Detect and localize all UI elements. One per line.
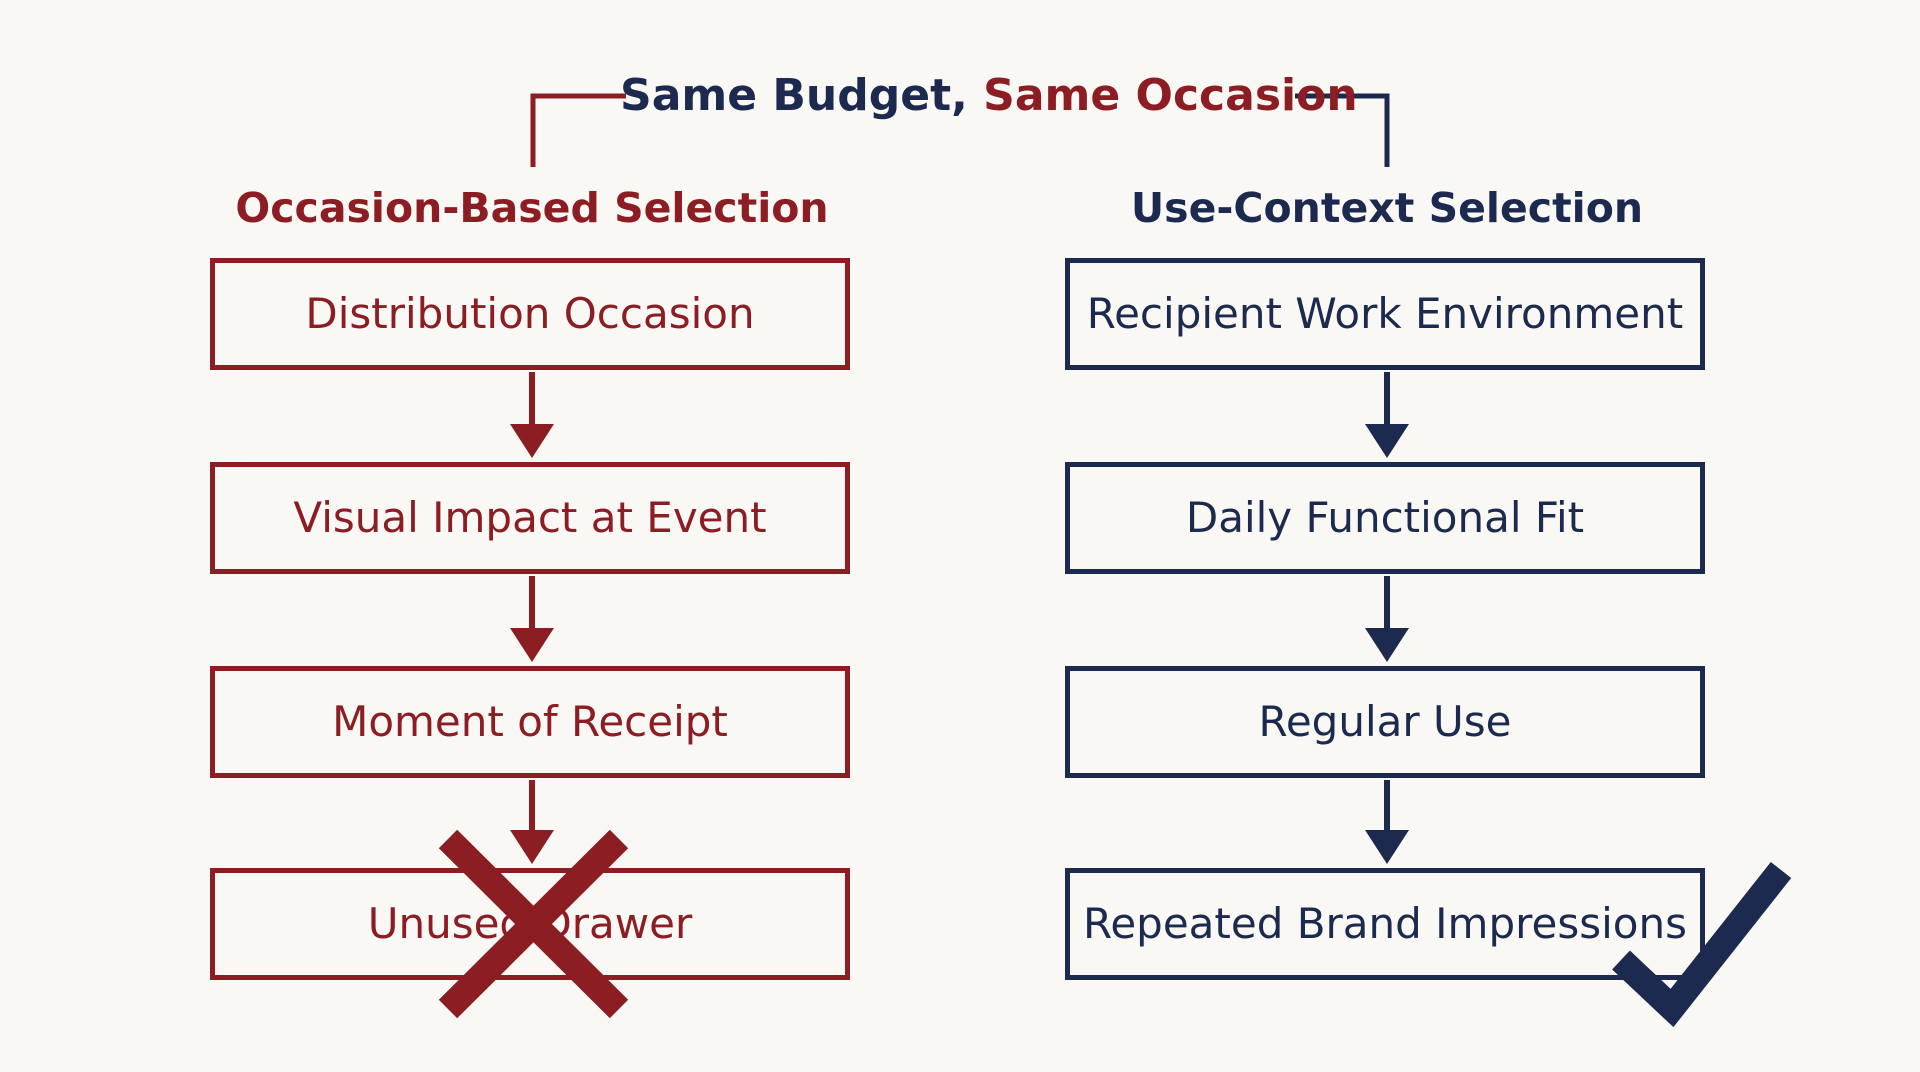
right-step-box: Regular Use	[1065, 666, 1705, 778]
right-step-box: Recipient Work Environment	[1065, 258, 1705, 370]
left-step-label: Distribution Occasion	[305, 289, 755, 338]
left-step-label: Unused Drawer	[367, 899, 693, 948]
right-step-label: Daily Functional Fit	[1185, 493, 1585, 542]
right-step-label: Repeated Brand Impressions	[1083, 899, 1687, 948]
arrow-head	[1365, 830, 1409, 864]
left-step-box: Unused Drawer	[210, 868, 850, 980]
right-step-label: Recipient Work Environment	[1086, 289, 1684, 338]
left-step-box: Visual Impact at Event	[210, 462, 850, 574]
left-step-box: Moment of Receipt	[210, 666, 850, 778]
left-arrows	[510, 372, 554, 864]
right-step-box: Repeated Brand Impressions	[1065, 868, 1705, 980]
left-step-label: Visual Impact at Event	[293, 493, 767, 542]
arrow-head	[510, 424, 554, 458]
left-step-box: Distribution Occasion	[210, 258, 850, 370]
right-step-label: Regular Use	[1258, 697, 1512, 746]
left-column-heading: Occasion-Based Selection	[235, 184, 829, 232]
arrow-head	[1365, 628, 1409, 662]
right-step-box: Daily Functional Fit	[1065, 462, 1705, 574]
left-bracket-line	[530, 93, 626, 167]
right-bracket-line	[1295, 93, 1390, 167]
title-part-budget: Same Budget,	[620, 70, 968, 121]
right-column-heading: Use-Context Selection	[1130, 184, 1644, 232]
arrow-head	[1365, 424, 1409, 458]
arrow-head	[510, 830, 554, 864]
arrow-head	[510, 628, 554, 662]
right-arrows	[1365, 372, 1409, 864]
diagram-title: Same Budget, Same Occasion	[620, 66, 1358, 126]
title-part-occasion: Same Occasion	[983, 70, 1358, 121]
left-step-label: Moment of Receipt	[332, 697, 728, 746]
